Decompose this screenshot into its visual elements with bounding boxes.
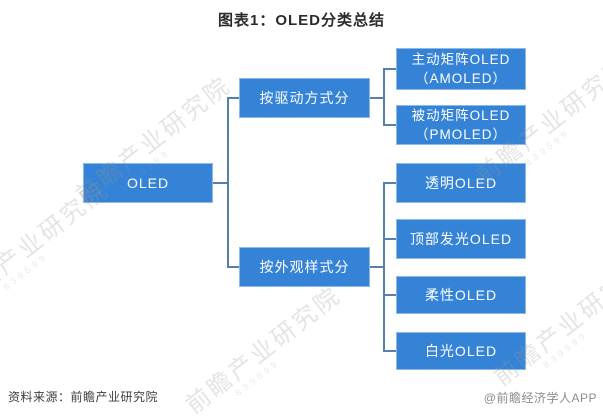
source-note: 资料来源：前瞻产业研究院 bbox=[8, 390, 159, 404]
watermark: 前瞻产业研究院 839599 bbox=[485, 248, 603, 398]
node-label-line2: （AMOLED） bbox=[414, 71, 507, 86]
figure-title: 图表1：OLED分类总结 bbox=[217, 12, 385, 29]
node-oled: OLED bbox=[83, 163, 213, 203]
node-amoled: 主动矩阵OLED （AMOLED） bbox=[396, 48, 526, 90]
node-branch-appearance: 按外观样式分 bbox=[239, 247, 370, 287]
connector-line bbox=[384, 294, 396, 296]
node-label: 透明OLED bbox=[424, 174, 498, 191]
credit-note: @前瞻经济学人APP bbox=[483, 391, 597, 405]
node-label: 白光OLED bbox=[424, 342, 498, 359]
node-pmoled: 被动矩阵OLED （PMOLED） bbox=[396, 105, 526, 145]
node-label-line1: 主动矩阵OLED bbox=[411, 52, 511, 67]
node-branch-drive-mode: 按驱动方式分 bbox=[239, 78, 370, 118]
node-transparent-oled: 透明OLED bbox=[396, 163, 526, 203]
connector-line bbox=[383, 182, 385, 352]
connector-line bbox=[370, 97, 383, 99]
connector-line bbox=[384, 350, 396, 352]
node-white-oled: 白光OLED bbox=[396, 332, 526, 370]
node-label: OLED bbox=[126, 174, 170, 191]
connector-line bbox=[384, 238, 396, 240]
watermark-subtext: 839599 bbox=[233, 356, 283, 399]
node-top-emitting-oled: 顶部发光OLED bbox=[396, 219, 526, 259]
node-label: 按驱动方式分 bbox=[259, 89, 350, 106]
connector-line bbox=[213, 182, 228, 184]
node-label-line1: 被动矩阵OLED bbox=[411, 108, 511, 123]
connector-line bbox=[228, 266, 239, 268]
watermark-subtext: 839599 bbox=[523, 126, 573, 169]
node-label: 按外观样式分 bbox=[259, 258, 350, 275]
connector-line bbox=[384, 182, 396, 184]
connector-line bbox=[384, 124, 396, 126]
connector-line bbox=[384, 68, 396, 70]
connector-line bbox=[228, 97, 239, 99]
node-flexible-oled: 柔性OLED bbox=[396, 276, 526, 314]
watermark: 前瞻产业研究院 839599 bbox=[177, 276, 352, 417]
watermark-subtext: 839599 bbox=[541, 328, 591, 371]
node-label: 柔性OLED bbox=[424, 286, 498, 303]
connector-line bbox=[370, 266, 383, 268]
connector-line bbox=[383, 68, 385, 126]
connector-line bbox=[227, 97, 229, 268]
watermark-subtext: 839599 bbox=[1, 250, 51, 293]
node-label-line2: （PMOLED） bbox=[414, 127, 507, 142]
watermark-text: 前瞻产业研究院 bbox=[181, 281, 347, 417]
node-label: 顶部发光OLED bbox=[409, 230, 513, 247]
watermark-text: 前瞻产业研究院 bbox=[489, 253, 603, 392]
